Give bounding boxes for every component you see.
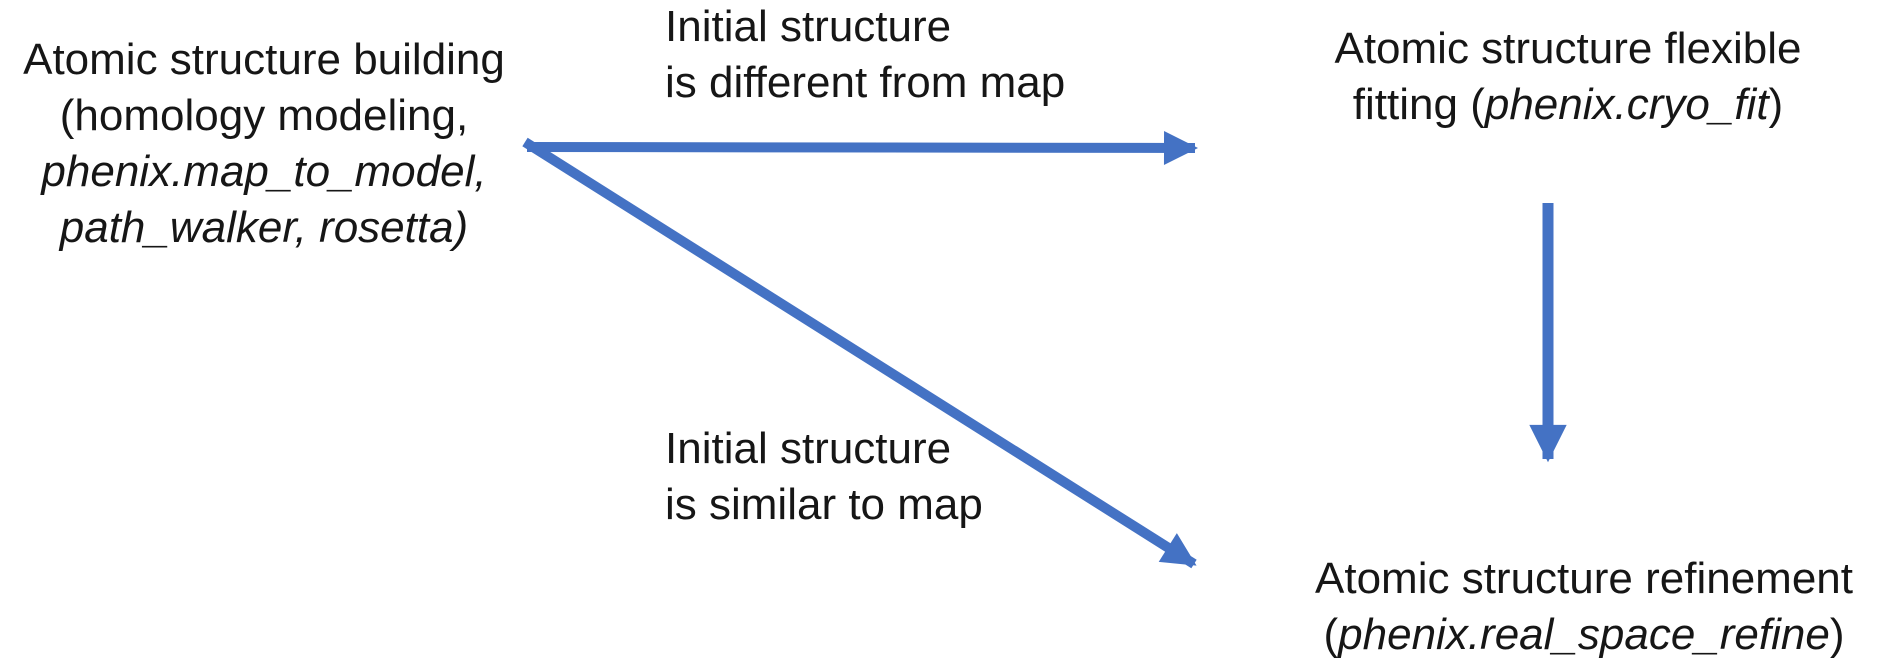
node-atomic-structure-flexible-fitting: Atomic structure flexible fitting (pheni… [1318, 21, 1818, 133]
node-atomic-structure-refinement: Atomic structure refinement (phenix.real… [1274, 551, 1884, 662]
node-line: (homology modeling, [59, 91, 469, 140]
edge-label-line: is different from map [665, 58, 1066, 107]
node-atomic-structure-building: Atomic structure building (homology mode… [14, 32, 514, 256]
edge-label-line: Initial structure [665, 424, 952, 473]
node-line: Atomic structure refinement [1315, 554, 1853, 603]
edge-label-initial-structure-similar: Initial structure is similar to map [665, 421, 983, 533]
node-line: Atomic structure building [23, 35, 505, 84]
node-line: path_walker, rosetta) [59, 203, 469, 252]
node-line: fitting (phenix.cryo_fit) [1352, 80, 1784, 129]
arrow-building-to-flexible-fitting [526, 130, 1198, 165]
arrow-building-to-refinement [522, 137, 1197, 569]
edge-label-initial-structure-different: Initial structure is different from map [665, 0, 1065, 111]
edge-label-line: Initial structure [665, 2, 952, 51]
node-line: Atomic structure flexible [1334, 24, 1802, 73]
edge-label-line: is similar to map [665, 480, 983, 529]
node-line: phenix.map_to_model, [41, 147, 487, 196]
node-line: (phenix.real_space_refine) [1323, 610, 1845, 659]
